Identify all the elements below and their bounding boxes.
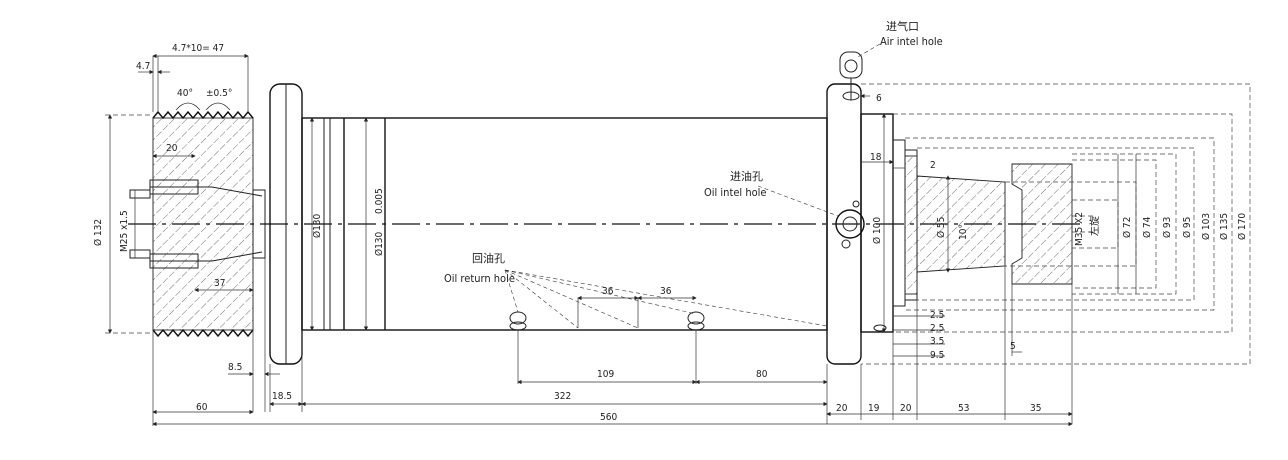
- dim-pitch-total: 4.7*10= 47: [172, 43, 224, 54]
- dim-dia-55: Ø 55: [935, 217, 947, 238]
- dim-3-5: 3.5: [930, 336, 944, 347]
- dim-19: 19: [868, 403, 880, 414]
- dim-angle-10: 10°: [958, 224, 969, 240]
- dim-36-right: 36: [660, 286, 672, 297]
- dim-6: 6: [876, 93, 882, 104]
- dim-322: 322: [554, 391, 571, 402]
- dim-53: 53: [958, 403, 969, 414]
- dim-35: 35: [1030, 403, 1041, 414]
- air-inlet-label-en: Air intel hole: [880, 35, 943, 48]
- oil-inlet-label-en: Oil intel hole: [704, 186, 766, 199]
- dim-dia-93: Ø 93: [1161, 217, 1173, 238]
- callout-leaders: [504, 43, 881, 329]
- dim-60: 60: [196, 402, 208, 413]
- air-inlet-label-cn: 进气口: [886, 19, 919, 33]
- dim-37: 37: [214, 278, 225, 289]
- dim-pitch-single: 4.7: [136, 61, 150, 72]
- dim-36-left: 36: [602, 286, 614, 297]
- dimension-lines: [105, 53, 1137, 427]
- dim-tolerance: 0.005: [374, 188, 385, 214]
- dim-2-5-b: 2.5: [930, 323, 944, 334]
- oil-inlet-label-cn: 进油孔: [730, 169, 763, 183]
- dim-8-5: 8.5: [228, 362, 242, 373]
- dim-20-nose: 20: [836, 403, 848, 414]
- dim-dia-100: Ø 100: [871, 217, 883, 244]
- dim-2: 2: [930, 160, 936, 171]
- dim-560: 560: [600, 412, 617, 423]
- dim-angle-tolerance: ±0.5°: [206, 88, 232, 99]
- dim-dia-103: Ø 103: [1200, 213, 1212, 240]
- dim-dia-130-front: Ø130: [311, 213, 323, 238]
- dim-dia-74: Ø 74: [1141, 216, 1153, 238]
- dim-bolt-depth: 20: [166, 143, 178, 154]
- front-nose: [509, 51, 1073, 365]
- oil-return-label-cn: 回油孔: [472, 251, 505, 265]
- dim-18: 18: [870, 152, 882, 163]
- dim-left-hand-thread: 左旋: [1088, 216, 1101, 236]
- dim-80: 80: [756, 369, 768, 380]
- right-diameter-frames: [861, 83, 1251, 365]
- dim-dia-170: Ø 170: [1236, 213, 1248, 240]
- spindle-housing: [128, 83, 1080, 365]
- dim-18-5: 18.5: [272, 391, 292, 402]
- dim-2-5-a: 2.5: [930, 310, 944, 321]
- dim-dia-130-body: Ø130: [373, 231, 385, 256]
- dim-dia-95: Ø 95: [1181, 217, 1193, 238]
- dim-dia-132: Ø 132: [92, 219, 104, 246]
- dim-groove-angle: 40°: [177, 88, 193, 99]
- dim-thread-m35: M35 X2: [1074, 212, 1085, 246]
- dim-20-collar: 20: [900, 403, 912, 414]
- dim-dia-72: Ø 72: [1121, 217, 1133, 238]
- dim-9-5: 9.5: [930, 350, 944, 361]
- dim-109: 109: [597, 369, 614, 380]
- dim-dia-135: Ø 135: [1218, 213, 1230, 240]
- dim-5: 5: [1010, 341, 1016, 352]
- dim-thread-m25: M25 x1.5: [119, 210, 130, 252]
- oil-return-label-en: Oil return hole: [444, 272, 515, 285]
